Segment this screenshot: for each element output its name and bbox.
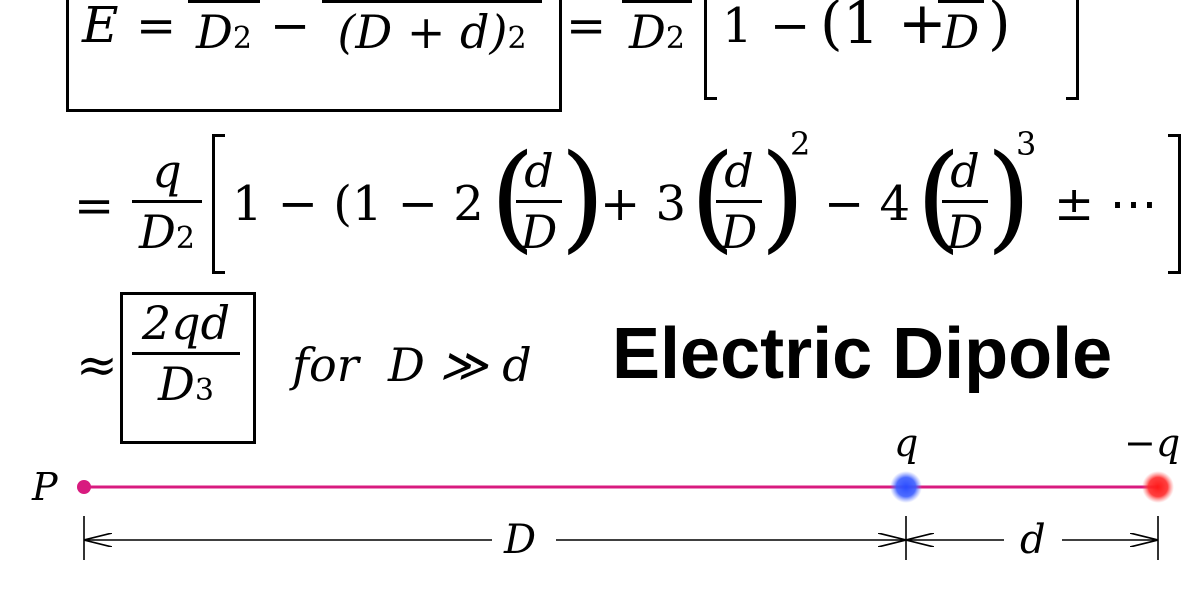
eq2-paren-close-1: ) xyxy=(560,130,606,265)
eq1-inner-open: (1 + xyxy=(820,0,947,57)
eq1-term1-den: D xyxy=(196,5,233,59)
negative-charge-label: −q xyxy=(1124,421,1181,465)
eq1-equals: = xyxy=(136,0,177,54)
eq1-term2-fraction: q (D + d)2 xyxy=(322,0,542,55)
distance-D-label: D xyxy=(504,517,537,563)
eq1-inner-den: D xyxy=(942,5,980,59)
eq1-left-bracket xyxy=(704,0,717,100)
eq1-rhs-den: D xyxy=(629,5,666,59)
positive-charge-label: q xyxy=(894,421,919,465)
eq3-result-den: D xyxy=(158,357,195,411)
eq1-rhs-exp: 2 xyxy=(665,21,685,56)
eq1-inner-close: ) xyxy=(988,0,1011,57)
eq2-plus-3: + 3 xyxy=(600,176,687,232)
eq2-frac-3: d D xyxy=(942,148,988,255)
page-title: Electric Dipole xyxy=(612,314,1113,394)
eq2-prefactor-num: q xyxy=(152,144,182,198)
eq1-rhs-fraction: q D2 xyxy=(622,0,692,55)
distance-d-label: d xyxy=(1020,517,1046,563)
result-box xyxy=(120,292,256,444)
eq2-frac-1: d D xyxy=(516,148,562,255)
eq2-paren-close-3: ) xyxy=(986,130,1032,265)
eq2-series-start: 1 − (1 − 2 xyxy=(232,176,484,232)
eq2-frac1-num: d xyxy=(524,144,554,198)
eq1-term2-den: (D + d) xyxy=(337,5,508,59)
eq1-equals-2: = xyxy=(566,0,607,54)
eq2-frac3-num: d xyxy=(950,144,980,198)
eq2-frac2-den: D xyxy=(720,205,758,259)
eq2-minus-4: − 4 xyxy=(824,176,911,232)
eq2-equals: = xyxy=(74,178,115,234)
eq2-paren-open-1: ( xyxy=(490,130,536,265)
eq1-term2-exp: 2 xyxy=(507,21,527,56)
eq1-term1-exp: 2 xyxy=(232,21,252,56)
eq2-prefactor-fraction: q D2 xyxy=(132,148,202,255)
eq2-frac2-num: d xyxy=(724,144,754,198)
definition-box xyxy=(66,0,562,112)
eq3-result-exp: 3 xyxy=(194,373,214,408)
eq1-right-bracket xyxy=(1066,0,1079,100)
eq2-exponent-3: 3 xyxy=(1016,125,1037,163)
eq1-minus: − xyxy=(270,0,311,54)
eq2-paren-open-2: ( xyxy=(690,130,736,265)
eq2-series-tail: ± ⋯ xyxy=(1054,176,1158,232)
eq2-exponent-2: 2 xyxy=(790,125,811,163)
eq2-frac-2: d D xyxy=(716,148,762,255)
eq1-one: 1 xyxy=(722,0,753,54)
eq2-right-bracket xyxy=(1168,134,1181,274)
point-P-dot xyxy=(77,480,91,494)
eq1-inner-fraction: d D xyxy=(938,0,984,55)
eq1-lhs-E: E xyxy=(82,0,119,54)
eq2-left-bracket xyxy=(212,134,225,274)
eq1-minus-2: − xyxy=(770,0,811,54)
eq2-frac3-den: D xyxy=(946,205,984,259)
positive-charge-dot xyxy=(890,471,922,503)
eq2-paren-open-3: ( xyxy=(916,130,962,265)
eq3-result-fraction: 2qd D3 xyxy=(132,300,240,407)
eq2-frac1-den: D xyxy=(520,205,558,259)
eq3-condition: for D ≫ d xyxy=(292,338,532,392)
eq2-paren-close-2: ) xyxy=(760,130,806,265)
eq1-term1-fraction: q D2 xyxy=(188,0,260,55)
point-P-label: P xyxy=(32,465,58,509)
eq2-prefactor-exp: 2 xyxy=(175,221,195,256)
eq2-prefactor-den: D xyxy=(139,205,176,259)
eq3-approx: ≈ xyxy=(76,336,118,394)
negative-charge-dot xyxy=(1142,471,1174,503)
eq3-result-num: 2qd xyxy=(141,296,231,350)
